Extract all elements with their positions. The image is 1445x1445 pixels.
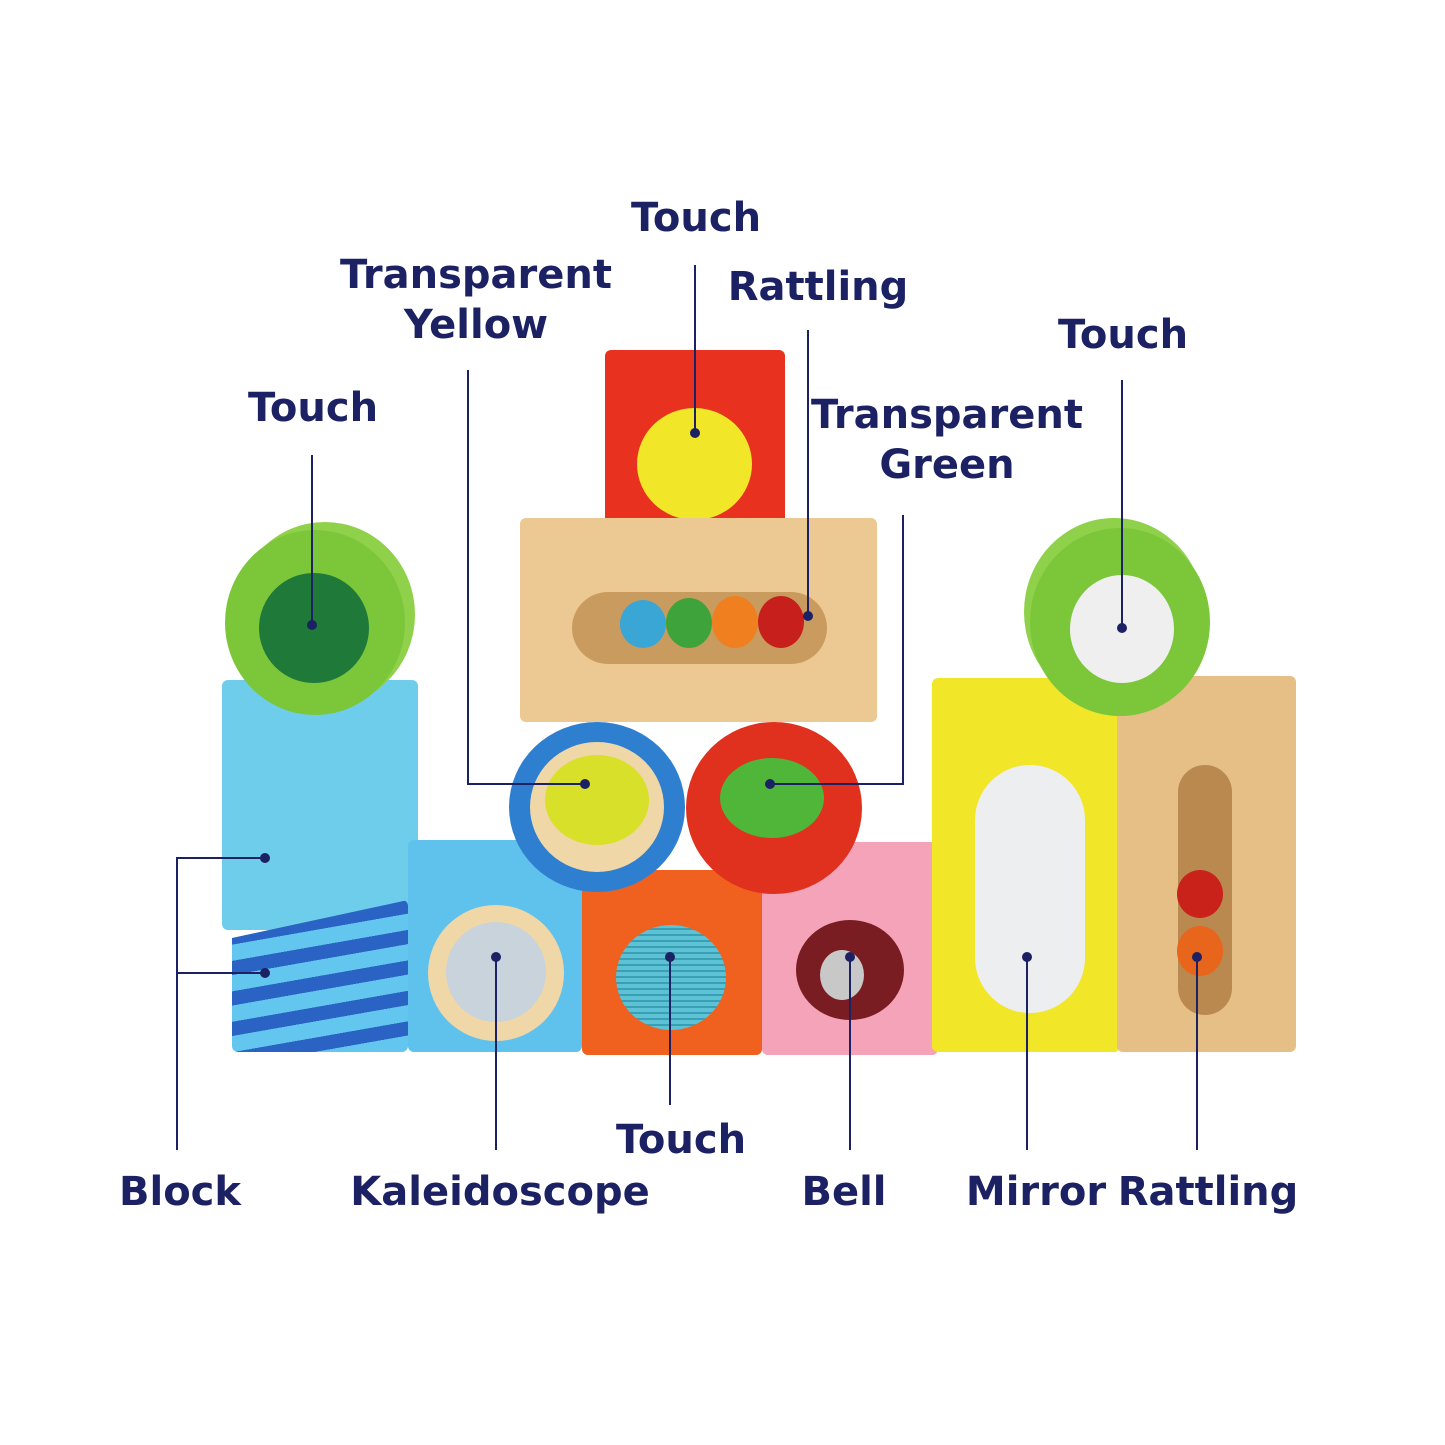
label-mirror: Mirror [965,1169,1107,1215]
label-line: Transparent [340,252,612,298]
transparent-yellow-disc [545,755,649,845]
label-bell: Bell [801,1169,887,1215]
bead-green [666,598,712,648]
bead-red [758,596,804,648]
callout-line [849,957,851,1150]
callout-line [770,783,904,785]
callout-dot [580,779,590,789]
label-rattling-bottom: Rattling [1117,1169,1299,1215]
callout-line [669,957,671,1105]
callout-dot [845,952,855,962]
callout-line [1026,957,1028,1150]
callout-line [807,330,809,616]
label-kaleidoscope: Kaleidoscope [350,1169,650,1215]
star-block [222,680,418,930]
label-transparent-yellow: Transparent Yellow [340,250,612,350]
callout-line [1196,957,1198,1150]
bead-blue [620,600,666,648]
callout-line [694,265,696,433]
callout-dot [491,952,501,962]
rattle-ball-red [1177,870,1223,918]
callout-line [176,857,178,1150]
mirror [975,765,1085,1013]
transparent-green-disc [720,758,824,838]
label-line: Transparent [811,392,1083,438]
callout-line [176,857,265,859]
callout-dot [1117,623,1127,633]
callout-dot [665,952,675,962]
bell [820,950,864,1000]
callout-line [902,515,904,785]
label-block: Block [119,1169,241,1215]
label-line: Yellow [403,302,549,348]
touch-texture [616,925,726,1030]
callout-dot [1022,952,1032,962]
callout-dot [803,611,813,621]
label-touch-left: Touch [247,385,379,431]
callout-dot [260,968,270,978]
callout-line [1121,380,1123,628]
label-touch-bottom: Touch [615,1117,747,1163]
callout-line [467,370,469,784]
label-rattling-top: Rattling [727,264,909,310]
bead-orange [712,596,758,648]
callout-line [176,972,265,974]
label-line: Green [879,442,1015,488]
label-touch-top: Touch [630,195,762,241]
callout-line [311,455,313,625]
callout-dot [690,428,700,438]
label-touch-right: Touch [1057,312,1189,358]
rattle-ball-orange [1177,926,1223,976]
callout-dot [307,620,317,630]
callout-dot [765,779,775,789]
callout-line [495,957,497,1150]
callout-dot [1192,952,1202,962]
callout-line [467,783,585,785]
label-transparent-green: Transparent Green [811,390,1083,490]
callout-dot [260,853,270,863]
